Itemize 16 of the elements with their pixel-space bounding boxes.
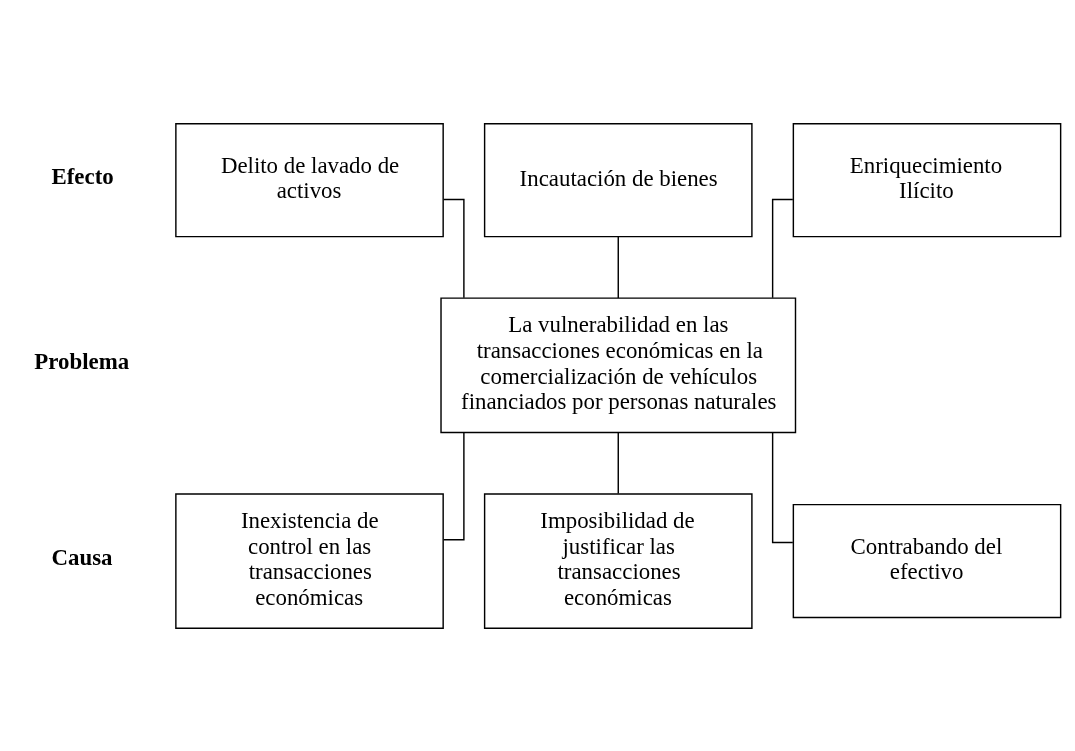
node-box: Delito de lavado de activos: [175, 122, 444, 237]
connector: [617, 235, 619, 299]
connector: [443, 198, 465, 299]
connector: [443, 431, 465, 540]
label: Causa: [51, 544, 113, 570]
node-box: Incautación de bienes: [483, 122, 753, 237]
label: Problema: [34, 348, 130, 374]
node-box: Imposibilidad de justificar las transacciones económicas: [483, 492, 753, 629]
connector: [771, 431, 794, 543]
connector: [617, 431, 619, 494]
node-box: La vulnerabilidad en las transacciones económicas en la comercialización de vehículos financiados por personas naturales: [440, 296, 797, 433]
node-box: Enriquecimiento Ilícito: [792, 122, 1062, 237]
connector: [771, 198, 794, 299]
node-box: Contrabando del efectivo: [792, 503, 1062, 618]
label: Efecto: [51, 163, 114, 189]
node-box: Inexistencia de control en las transacciones económicas: [175, 492, 444, 629]
